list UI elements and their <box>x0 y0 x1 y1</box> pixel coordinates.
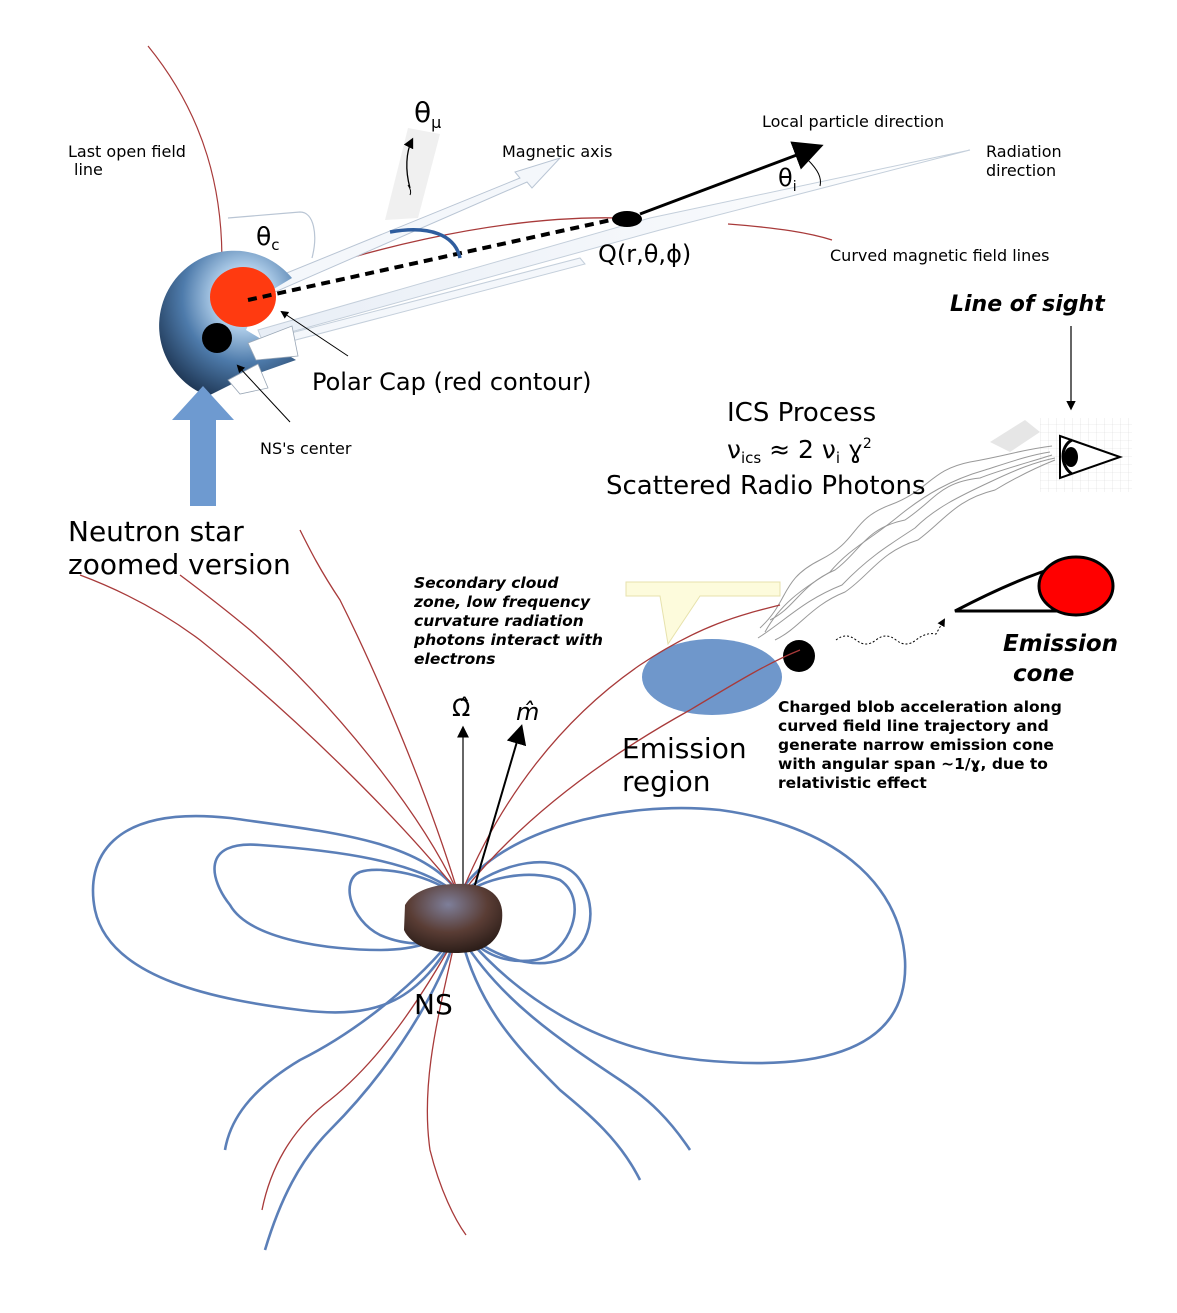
svg-text:Secondary cloud: Secondary cloud <box>414 574 559 592</box>
svg-text:with angular span ~1/ɣ, due to: with angular span ~1/ɣ, due to <box>778 755 1048 773</box>
svg-text:relativistic effect: relativistic effect <box>778 774 927 792</box>
dipole-field-blue <box>91 806 907 1251</box>
label-magnetic-axis: Magnetic axis <box>502 142 612 161</box>
blob-to-cone-path <box>835 618 945 645</box>
eye-shadow <box>990 420 1040 452</box>
label-radiation-direction-1: Radiation <box>986 142 1062 161</box>
curved-field-line-right <box>727 223 833 241</box>
svg-text:zone, low frequency: zone, low frequency <box>413 593 591 611</box>
label-secondary-cloud: Secondary cloud zone, low frequency curv… <box>413 574 603 668</box>
label-theta-i: θi <box>778 164 797 195</box>
theta-mu-tick <box>407 184 412 196</box>
label-neutron-star-zoom-2: zoomed version <box>68 548 291 581</box>
callout-pointer <box>625 581 781 646</box>
svg-text:generate narrow emission cone: generate narrow emission cone <box>778 736 1054 754</box>
label-ns: NS <box>414 988 453 1021</box>
charged-blob <box>783 640 815 672</box>
theta-mu-panel <box>385 128 440 220</box>
svg-text:Charged blob acceleration alon: Charged blob acceleration along <box>778 698 1062 716</box>
magnetic-moment-arrow <box>471 724 527 896</box>
emission-cone <box>954 555 1115 617</box>
theta-c-bracket <box>227 211 316 259</box>
polar-cap-pointer <box>280 310 349 357</box>
ns-center-dot <box>202 323 232 353</box>
emission-region <box>642 639 782 715</box>
cutaway-wedge-lower <box>227 363 269 395</box>
ns-center-pointer <box>236 364 291 423</box>
label-line-of-sight: Line of sight <box>950 292 1106 317</box>
label-local-particle-direction: Local particle direction <box>762 112 944 131</box>
dashed-trajectory <box>247 216 621 302</box>
label-curved-field-lines: Curved magnetic field lines <box>830 246 1049 265</box>
label-emission-region-1: Emission <box>622 732 747 765</box>
zoom-arrow <box>172 386 234 506</box>
local-particle-arrow <box>639 141 824 216</box>
theta-mu-rotation-arrow <box>403 137 414 189</box>
scattered-photon-waves <box>757 445 1056 641</box>
label-omega-hat: Ω̂ <box>452 694 470 722</box>
eye-icon <box>1059 434 1124 480</box>
label-radiation-direction-2: direction <box>986 161 1056 180</box>
label-charged-blob: Charged blob acceleration along curved f… <box>778 698 1062 792</box>
q-point-blob <box>612 211 642 227</box>
svg-text:photons interact with: photons interact with <box>413 631 603 649</box>
label-q-point: Q(r,θ,ϕ) <box>598 240 691 268</box>
svg-text:curvature radiation: curvature radiation <box>414 612 584 630</box>
label-scattered-photons: Scattered Radio Photons <box>606 471 926 501</box>
label-emission-cone-2: cone <box>1013 661 1074 687</box>
svg-text:electrons: electrons <box>414 650 496 668</box>
neutron-star-small <box>404 883 503 954</box>
label-emission-cone-1: Emission <box>1003 631 1118 657</box>
label-polar-cap: Polar Cap (red contour) <box>312 368 591 396</box>
label-last-open-field-line-1: Last open field <box>68 142 186 161</box>
label-neutron-star-zoom-1: Neutron star <box>68 515 244 548</box>
svg-text:curved field line trajectory a: curved field line trajectory and <box>778 717 1049 735</box>
label-m-hat: m̂ <box>516 698 539 726</box>
label-ics-process: ICS Process <box>727 398 876 428</box>
label-theta-mu: θμ <box>414 96 441 132</box>
polar-cap <box>210 267 276 327</box>
theta-mu-arc <box>389 228 462 259</box>
theta-i-arc <box>807 159 821 187</box>
cutaway-wedge <box>247 325 299 361</box>
label-ns-center: NS's center <box>260 439 352 458</box>
label-theta-c: θc <box>256 222 280 254</box>
label-ics-formula: νics ≈ 2 νi ɣ2 <box>727 435 872 467</box>
label-emission-region-2: region <box>622 765 711 798</box>
dipole-field-red <box>79 529 801 1236</box>
label-last-open-field-line-2: line <box>74 160 103 179</box>
